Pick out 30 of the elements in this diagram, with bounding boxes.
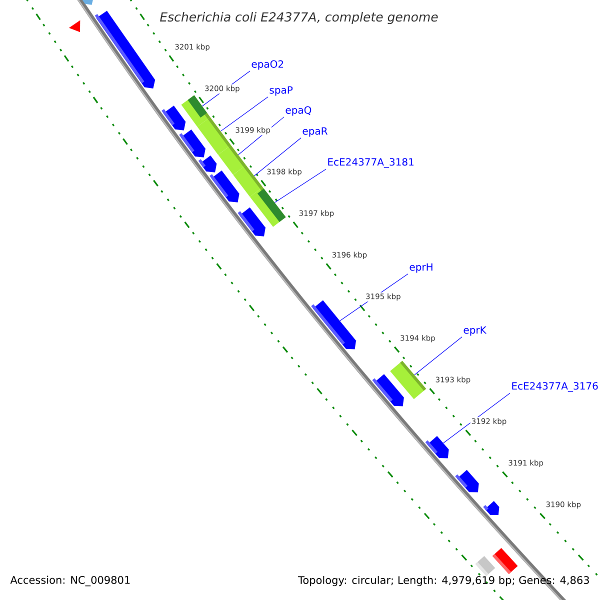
gene-label: epaR — [302, 127, 328, 137]
leader-line — [220, 96, 268, 132]
gene-label: spaP — [270, 86, 293, 96]
gene-block — [162, 106, 186, 130]
leader-line — [414, 336, 462, 376]
gene-block — [198, 156, 217, 172]
feature-bar — [492, 548, 518, 574]
gene-block — [238, 207, 266, 236]
accession-text: Accession: NC_009801 — [10, 576, 130, 586]
gene-block — [483, 501, 500, 516]
leader-line — [443, 392, 510, 444]
gene-label: epaO2 — [252, 60, 284, 70]
gene-block — [210, 170, 240, 202]
gene-label: EcE24377A_3176 — [512, 382, 598, 392]
genome-summary-text: Topology: circular; Length: 4,979,619 bp; Genes: 4,863 — [298, 576, 589, 586]
feature-bar — [475, 556, 496, 576]
gene-label: eprH — [410, 263, 432, 273]
gene-block — [372, 374, 404, 406]
gene-block — [94, 10, 156, 88]
gene-block — [455, 470, 479, 492]
gene-label: EcE24377A_3181 — [328, 158, 414, 168]
gene-block — [425, 436, 449, 458]
gene-label: epaQ — [286, 106, 312, 116]
leader-line — [274, 168, 326, 203]
gene-label: eprK — [464, 326, 487, 336]
title: Escherichia coli E24377A, complete genome — [160, 12, 438, 24]
gene-block — [311, 300, 356, 350]
gene-marker — [68, 20, 80, 32]
gene-block — [179, 130, 206, 158]
leader-line — [254, 138, 302, 176]
